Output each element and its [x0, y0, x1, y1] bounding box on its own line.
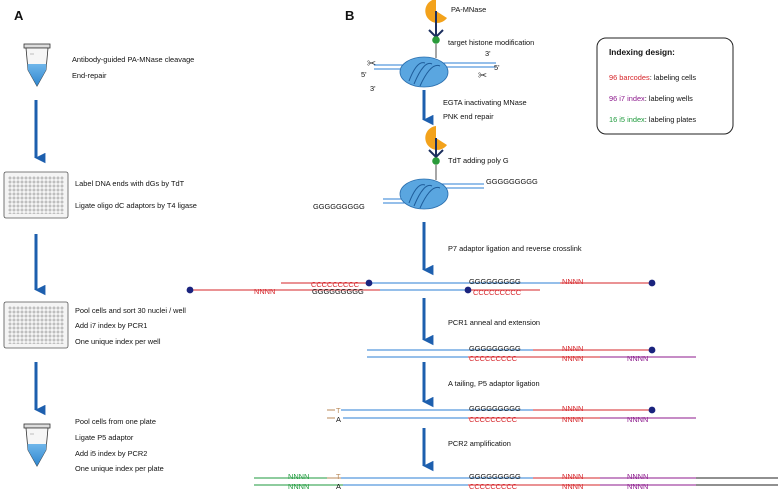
nnnn-upper: NNNN — [562, 277, 583, 286]
construct-p7-ligation: CCCCCCCCC GGGGGGGGG NNNN NNNN GGGGGGGGG … — [186, 277, 656, 297]
end-label-3-right: 3' — [485, 49, 491, 58]
bead-icon — [648, 279, 656, 287]
step-a-tailing-label: A tailing, P5 adaptor ligation — [448, 379, 540, 388]
step-a3-line2: Add i7 index by PCR1 — [75, 321, 147, 330]
step-a1-line2: End-repair — [72, 71, 107, 80]
nucleosome-1 — [374, 56, 496, 88]
polyg-pcr1: GGGGGGGGG — [469, 344, 521, 353]
bead-icon — [648, 406, 656, 414]
step-egta-label: EGTA inactivating MNase — [443, 98, 527, 107]
step-tdt-label: TdT adding poly G — [448, 156, 509, 165]
scissors-right-icon: ✂ — [478, 69, 487, 82]
i7-pcr1: NNNN — [627, 354, 648, 363]
polyc-pcr1: CCCCCCCCC — [469, 354, 518, 363]
step-a3-line3: One unique index per well — [75, 337, 161, 346]
step-a4-line3: Add i5 index by PCR2 — [75, 449, 147, 458]
scissors-left-icon: ✂ — [367, 57, 376, 70]
polyg-pcr2: GGGGGGGGG — [469, 472, 521, 481]
nnnn-lower: NNNN — [254, 287, 275, 296]
bead-icon — [186, 286, 194, 294]
nucleosome-2 — [383, 178, 484, 210]
step-a4-line1: Pool cells from one plate — [75, 417, 156, 426]
tube-icon — [23, 423, 51, 467]
histone-mark-icon — [432, 36, 440, 44]
tube-icon — [23, 43, 51, 87]
end-label-5-right: 5' — [494, 63, 500, 72]
bead-icon — [464, 286, 472, 294]
nnnn-pcr1-lower: NNNN — [562, 354, 583, 363]
step-pnk-label: PNK end repair — [443, 112, 494, 121]
legend-title: Indexing design: — [609, 47, 675, 57]
indexing-legend: Indexing design: 96 barcodes: labeling c… — [596, 37, 734, 135]
construct-pcr1: GGGGGGGGG NNNN CCCCCCCCC NNNN NNNN — [367, 344, 696, 363]
step-a4-line4: One unique index per plate — [75, 464, 164, 473]
polyg-left: GGGGGGGGG — [313, 202, 365, 211]
a-base-pcr2: A — [336, 482, 341, 491]
t-base-pcr2: T — [336, 472, 341, 481]
end-label-3-left: 3' — [370, 84, 376, 93]
i7-pcr2-lower: NNNN — [627, 482, 648, 491]
polyg-upper: GGGGGGGGG — [469, 277, 521, 286]
pa-mnase-complex — [425, 0, 447, 58]
step-p7-label: P7 adaptor ligation and reverse crosslin… — [448, 244, 582, 253]
nnnn-p5-upper: NNNN — [562, 404, 583, 413]
i5-pcr2-lower: NNNN — [288, 482, 309, 491]
i7-p5: NNNN — [627, 415, 648, 424]
nnnn-pcr1-upper: NNNN — [562, 344, 583, 353]
panel-b-label: B — [345, 8, 354, 23]
step-a2-line1: Label DNA ends with dGs by TdT — [75, 179, 185, 188]
bead-icon — [648, 346, 656, 354]
mnase-icon — [425, 126, 447, 150]
nnnn-pcr2-lower: NNNN — [562, 482, 583, 491]
legend-item-i5: 16 i5 index: labeling plates — [609, 115, 696, 124]
pa-mnase-label: PA-MNase — [451, 5, 486, 14]
target-label: target histone modification — [448, 38, 534, 47]
nnnn-p5-lower: NNNN — [562, 415, 583, 424]
construct-p5-ligation: T A GGGGGGGGG NNNN CCCCCCCCC NNNN NNNN — [327, 404, 696, 424]
step-a3-line1: Pool cells and sort 30 nuclei / well — [75, 306, 186, 315]
t-base: T — [336, 406, 341, 415]
polyg-lower: GGGGGGGGG — [312, 287, 364, 296]
histone-mark-icon — [432, 157, 440, 165]
construct-pcr2: NNNN T GGGGGGGGG NNNN NNNN NNNN A CCCCCC… — [254, 472, 778, 491]
i7-pcr2-upper: NNNN — [627, 472, 648, 481]
panel-a-label: A — [14, 8, 24, 23]
i5-pcr2-upper: NNNN — [288, 472, 309, 481]
polyg-right: GGGGGGGGG — [486, 177, 538, 186]
polyc-lower: CCCCCCCCC — [473, 288, 522, 297]
legend-item-i7: 96 i7 index: labeling wells — [609, 94, 693, 103]
pa-mnase-complex — [425, 126, 447, 180]
plate-icon — [3, 301, 69, 349]
step-a4-line2: Ligate P5 adaptor — [75, 433, 134, 442]
polyc-pcr2: CCCCCCCCC — [469, 482, 518, 491]
end-label-5-left: 5' — [361, 70, 367, 79]
polyc-p5: CCCCCCCCC — [469, 415, 518, 424]
plate-icon — [3, 171, 69, 219]
step-pcr1-label: PCR1 anneal and extension — [448, 318, 540, 327]
nnnn-pcr2-upper: NNNN — [562, 472, 583, 481]
polyg-p5: GGGGGGGGG — [469, 404, 521, 413]
step-a2-line2: Ligate oligo dC adaptors by T4 ligase — [75, 201, 197, 210]
step-a1-line1: Antibody-guided PA-MNase cleavage — [72, 55, 194, 64]
a-base: A — [336, 415, 341, 424]
step-pcr2-label: PCR2 amplification — [448, 439, 511, 448]
legend-item-barcodes: 96 barcodes: labeling cells — [609, 73, 696, 82]
polyc-upper: CCCCCCCCC — [311, 280, 360, 289]
bead-icon — [365, 279, 373, 287]
